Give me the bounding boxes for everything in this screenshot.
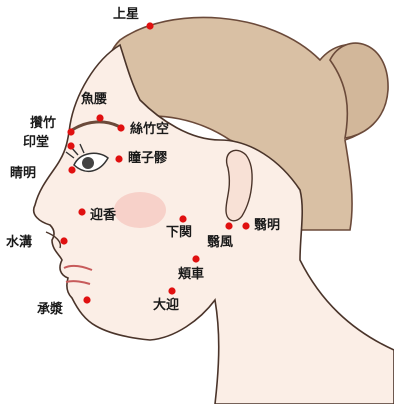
label-印堂: 印堂 xyxy=(23,136,49,149)
iris xyxy=(82,157,94,169)
label-睛明: 睛明 xyxy=(10,167,36,180)
label-水溝: 水溝 xyxy=(6,236,32,249)
point-marker-seimei xyxy=(68,166,75,173)
label-瞳子髎: 瞳子髎 xyxy=(128,152,167,165)
point-marker-sanchiku xyxy=(67,128,74,135)
point-marker-shoushou xyxy=(83,296,90,303)
point-marker-gyoyou xyxy=(96,114,103,121)
point-marker-eimei xyxy=(242,222,249,229)
point-marker-eifuu xyxy=(225,222,232,229)
point-marker-doushiryou xyxy=(115,155,122,162)
label-翳風: 翳風 xyxy=(207,236,233,249)
point-marker-kyousha xyxy=(192,255,199,262)
point-marker-daigei xyxy=(168,287,175,294)
label-頬車: 頬車 xyxy=(178,268,204,281)
label-絲竹空: 絲竹空 xyxy=(130,123,169,136)
label-上星: 上星 xyxy=(113,8,139,21)
label-攢竹: 攢竹 xyxy=(30,117,56,130)
point-marker-jouseiten xyxy=(146,22,153,29)
point-marker-shichikukuu xyxy=(117,124,124,131)
point-marker-inndou xyxy=(67,142,74,149)
label-翳明: 翳明 xyxy=(254,219,280,232)
label-迎香: 迎香 xyxy=(90,209,116,222)
point-marker-suikou xyxy=(60,237,67,244)
point-marker-geikou xyxy=(78,208,85,215)
label-大迎: 大迎 xyxy=(153,299,179,312)
point-marker-gekan xyxy=(179,215,186,222)
label-魚腰: 魚腰 xyxy=(81,93,107,106)
label-承漿: 承漿 xyxy=(37,303,63,316)
cheek-blush xyxy=(114,192,166,228)
label-下関: 下関 xyxy=(166,226,192,239)
